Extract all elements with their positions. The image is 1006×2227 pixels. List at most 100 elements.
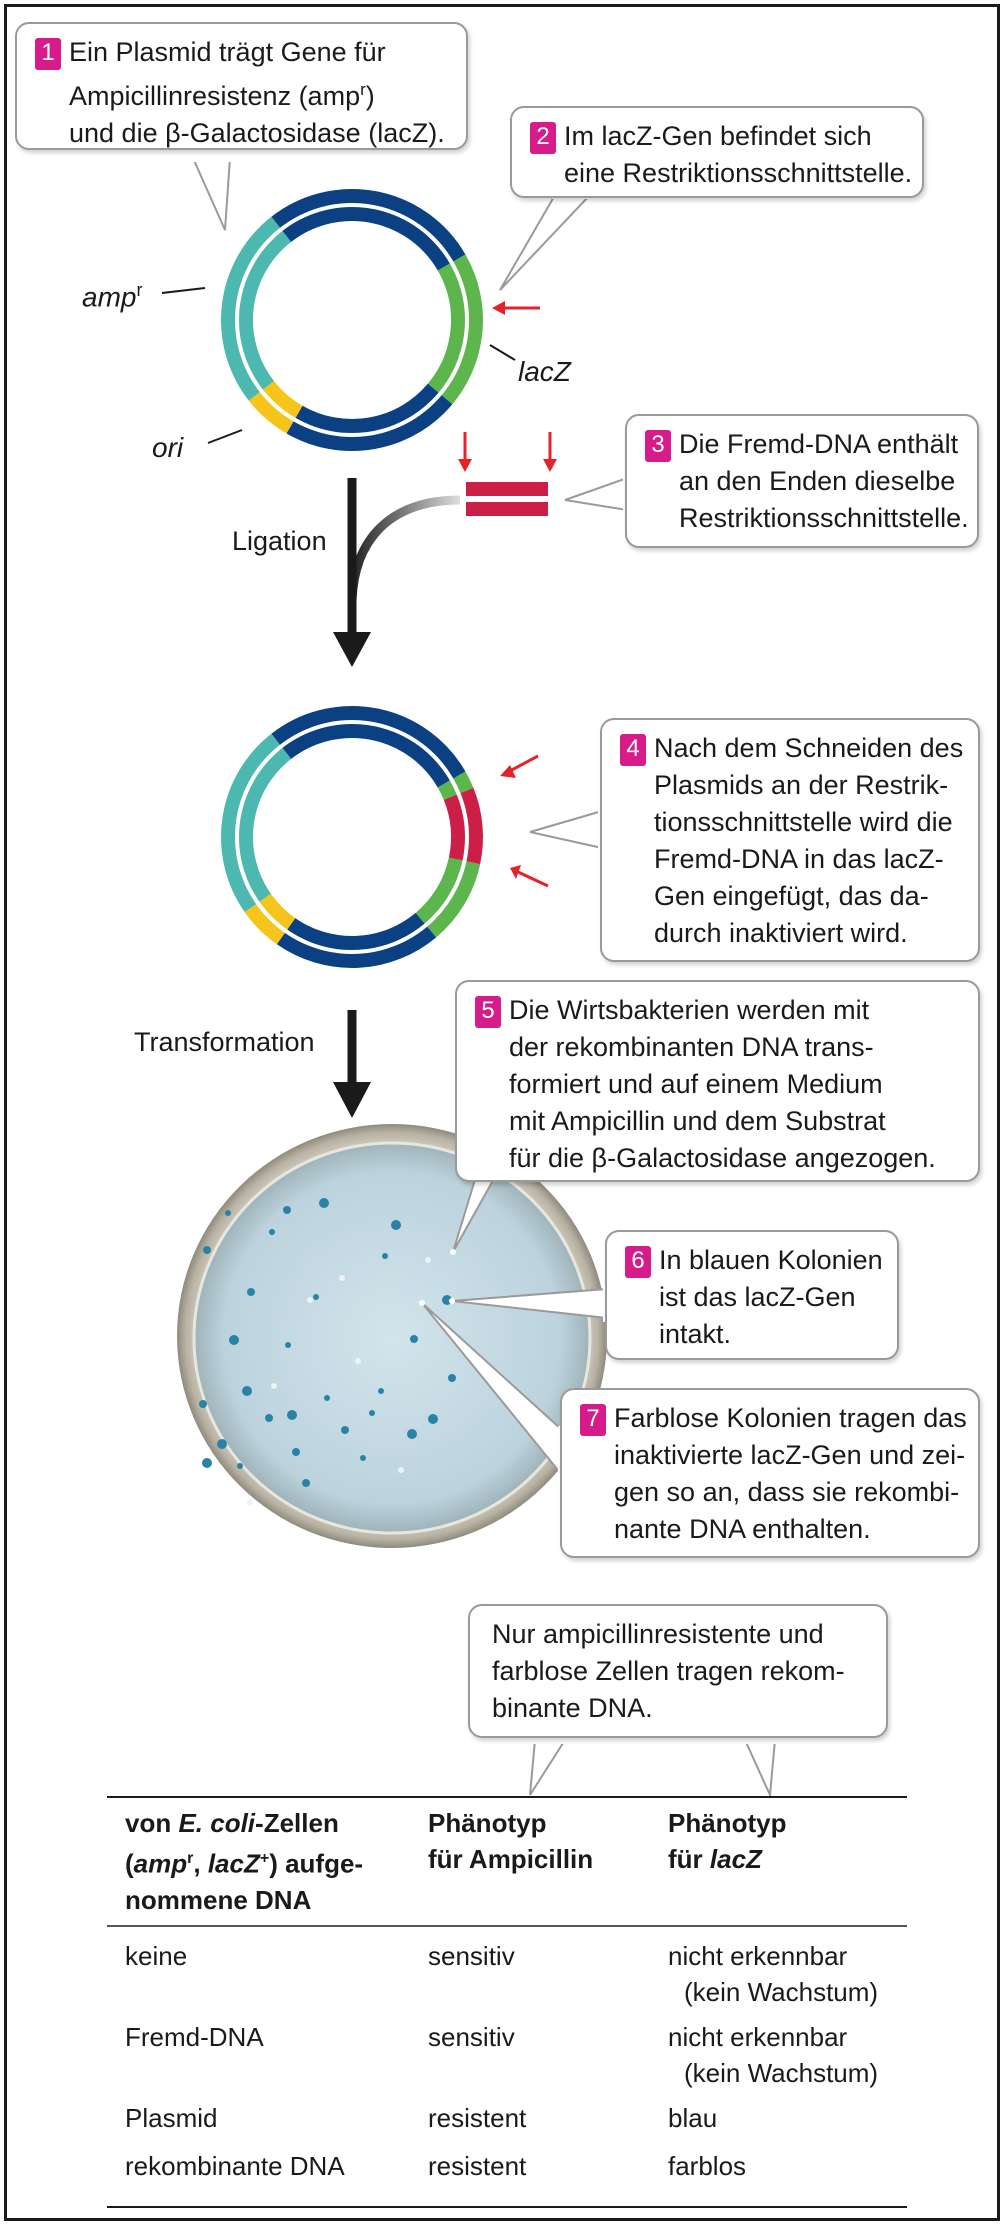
header-amp-line-2: für Ampicillin bbox=[428, 1844, 594, 1874]
row1-lacz: nicht erkennbar (kein Wachstum) bbox=[668, 1938, 878, 2010]
blue-colony bbox=[428, 1414, 438, 1424]
blue-colony bbox=[217, 1439, 227, 1449]
callout-4-line-6: durch inaktiviert wird. bbox=[654, 918, 908, 948]
header-dna-line-1: von E. coli-Zellen bbox=[125, 1808, 339, 1838]
row3-amp: resistent bbox=[428, 2103, 527, 2133]
summary-callout: Nur ampicillinresistente und farblose Ze… bbox=[468, 1604, 888, 1738]
callout-7-line-1: Farblose Kolonien tragen das bbox=[614, 1403, 967, 1433]
blue-colony bbox=[269, 1229, 275, 1235]
restriction-site-arrow bbox=[492, 301, 540, 315]
blue-colony bbox=[225, 1210, 231, 1216]
ampr-leader-line bbox=[161, 287, 206, 294]
row1-lacz-line-1: nicht erkennbar bbox=[668, 1941, 848, 1971]
callout-2-line-2: eine Restriktionsschnittstelle. bbox=[564, 158, 913, 188]
summary-line-2: farblose Zellen tragen rekom- bbox=[492, 1656, 845, 1686]
insert-junction-arrows bbox=[500, 754, 549, 888]
blue-colony bbox=[285, 1342, 291, 1348]
callout-1-line-3: und die β-Galactosidase (lacZ). bbox=[69, 118, 445, 148]
label-ampr: ampr bbox=[82, 280, 142, 313]
blue-colony bbox=[242, 1386, 252, 1396]
blue-colony bbox=[391, 1220, 401, 1230]
row4-lacz: farblos bbox=[668, 2151, 747, 2181]
figure-frame bbox=[4, 4, 1000, 2221]
ligation-arrow bbox=[333, 478, 461, 667]
callout3-pointer bbox=[564, 476, 628, 512]
label-ligation: Ligation bbox=[232, 526, 327, 556]
blue-colony bbox=[203, 1246, 211, 1254]
table-bottom-rule bbox=[107, 2206, 907, 2208]
step-badge-3: 3 bbox=[645, 430, 671, 462]
white-colony bbox=[339, 1275, 345, 1281]
bacterial-colonies bbox=[199, 1198, 456, 1505]
blue-colony bbox=[247, 1288, 255, 1296]
callout-4-line-1: Nach dem Schneiden des bbox=[654, 733, 964, 763]
header-dna-line-3: nommene DNA bbox=[125, 1884, 312, 1915]
callout-3-line-1: Die Fremd-DNA enthält bbox=[679, 429, 959, 459]
step-badge-2: 2 bbox=[530, 122, 556, 154]
plasmid-inner-strand bbox=[235, 203, 469, 437]
step-badge-4: 4 bbox=[620, 734, 646, 766]
step-badge-7: 7 bbox=[580, 1404, 606, 1436]
callout-5-line-3: formiert und auf einem Medium bbox=[509, 1069, 883, 1099]
label-transformation: Transformation bbox=[134, 1027, 315, 1057]
blue-colony bbox=[229, 1335, 239, 1345]
plate-pointer-dots bbox=[419, 1249, 456, 1306]
foreign-dna-cut-arrows bbox=[458, 432, 557, 472]
callout4-pointer bbox=[529, 809, 603, 850]
plasmid-original bbox=[221, 189, 483, 451]
callout-5-line-4: mit Ampicillin und dem Substrat bbox=[509, 1106, 886, 1136]
blue-colony bbox=[292, 1448, 300, 1456]
white-colony bbox=[425, 1257, 431, 1263]
callout-3-line-3: Restriktionsschnittstelle. bbox=[679, 503, 969, 533]
callout-2-line-1: Im lacZ-Gen befindet sich bbox=[564, 121, 872, 151]
blue-colony bbox=[360, 1455, 366, 1461]
label-ampr-sup: r bbox=[136, 280, 143, 300]
callout-7-line-4: nante DNA enthalten. bbox=[614, 1514, 871, 1544]
row4-dna: rekombinante DNA bbox=[125, 2151, 345, 2181]
callout-4-line-2: Plasmids an der Restrik- bbox=[654, 770, 949, 800]
label-ori: ori bbox=[152, 432, 184, 463]
row1-lacz-line-2: (kein Wachstum) bbox=[684, 1977, 879, 2007]
row2-amp: sensitiv bbox=[428, 2022, 515, 2052]
blue-colony bbox=[313, 1294, 319, 1300]
lacz-leader-line bbox=[489, 344, 516, 361]
header-lacz: Phänotyp für lacZ bbox=[668, 1805, 786, 1877]
table-header-rule bbox=[107, 1925, 907, 1927]
callout-1-line-2: Ampicillinresistenz (amp bbox=[69, 81, 361, 111]
callout-pointers bbox=[191, 157, 777, 1799]
blue-colony bbox=[382, 1253, 388, 1259]
callout-7-line-3: gen so an, dass sie rekombi- bbox=[614, 1477, 960, 1507]
callout-6-line-1: In blauen Kolonien bbox=[659, 1245, 883, 1275]
row3-dna: Plasmid bbox=[125, 2103, 218, 2133]
summary-line-1: Nur ampicillinresistente und bbox=[492, 1619, 824, 1649]
callout-1-paren: ) bbox=[365, 81, 375, 111]
callout2-pointer bbox=[499, 194, 593, 291]
step-badge-1: 1 bbox=[35, 38, 61, 70]
label-lacz: lacZ bbox=[518, 356, 571, 387]
callout-2: 2 Im lacZ-Gen befindet sich eine Restrikt… bbox=[510, 106, 924, 198]
callout-6-line-2: ist das lacZ-Gen bbox=[659, 1282, 856, 1312]
header-dna: von E. coli-Zellen (ampr, lacZ+) aufge- … bbox=[125, 1805, 415, 1918]
blue-colony bbox=[369, 1410, 375, 1416]
petri-dish bbox=[177, 1124, 607, 1548]
row3-lacz: blau bbox=[668, 2103, 718, 2133]
callout-4: 4 Nach dem Schneiden des Plasmids an der … bbox=[600, 718, 980, 962]
row1-dna: keine bbox=[125, 1941, 188, 1971]
blue-colony bbox=[265, 1414, 273, 1422]
row2-lacz: nicht erkennbar (kein Wachstum) bbox=[668, 2019, 878, 2091]
callout-4-line-4: Fremd-DNA in das lacZ- bbox=[654, 844, 944, 874]
callout-1-superscript: r bbox=[360, 80, 366, 99]
blue-colony bbox=[407, 1429, 417, 1439]
white-colony bbox=[307, 1297, 313, 1303]
table-top-rule bbox=[107, 1796, 907, 1798]
callout-4-line-5: Gen eingefügt, das da- bbox=[654, 881, 929, 911]
callout-4-line-3: tionsschnittstelle wird die bbox=[654, 807, 953, 837]
callout-6-line-3: intakt. bbox=[659, 1319, 732, 1349]
plasmid-inner-strand bbox=[235, 720, 469, 954]
row2-lacz-line-2: (kein Wachstum) bbox=[684, 2058, 879, 2088]
header-amp-line-1: Phänotyp bbox=[428, 1808, 547, 1838]
blue-colony bbox=[448, 1374, 456, 1382]
row4-amp: resistent bbox=[428, 2151, 527, 2181]
